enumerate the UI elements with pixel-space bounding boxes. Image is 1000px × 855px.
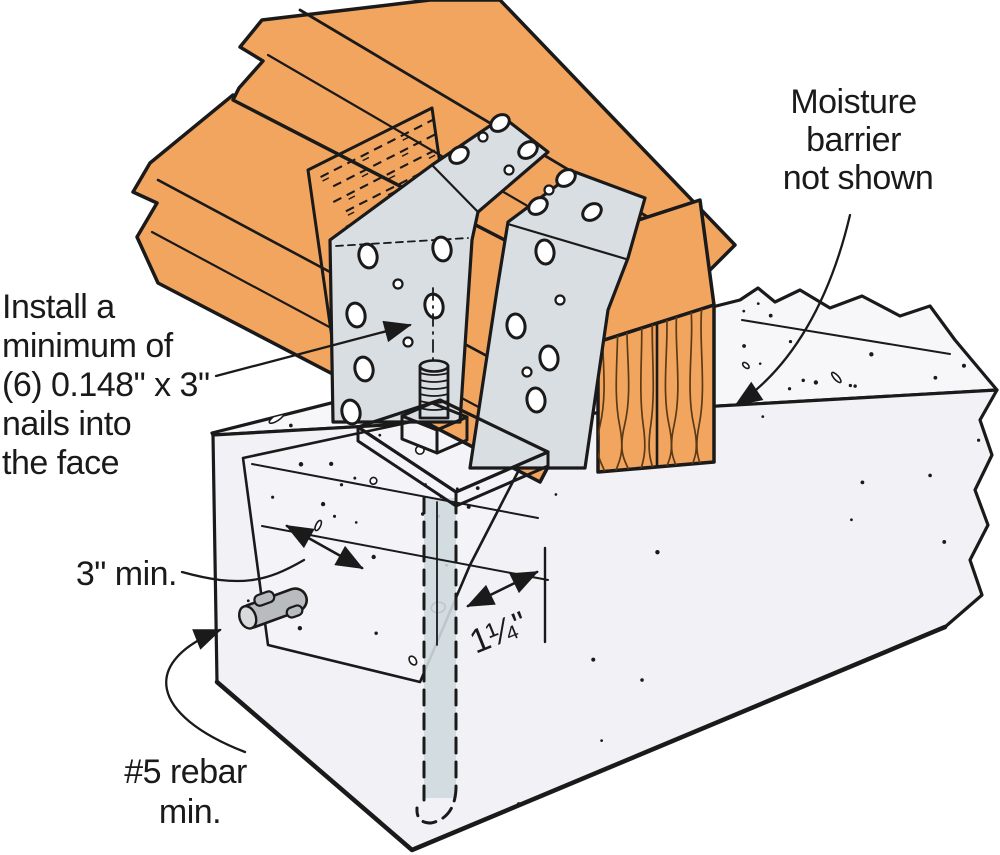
strap-bend-line — [430, 163, 480, 214]
thread-lines — [419, 372, 449, 411]
anchor-hook — [415, 786, 458, 825]
anchor-threaded-stud — [418, 359, 450, 420]
rebar — [238, 587, 308, 630]
embedded-anchor-bolt — [415, 496, 458, 825]
hex-nut — [400, 401, 469, 455]
back-strap-nail-holes — [505, 168, 603, 414]
dimension-double-arrow — [466, 570, 539, 608]
label-rebar: #5 rebar min. — [124, 753, 256, 831]
leader-moisture-barrier — [734, 213, 852, 407]
leader-rebar — [165, 628, 247, 754]
annotations: Install a minimum of (6) 0.148" x 3" nai… — [2, 83, 934, 831]
edge-distance-dimension — [251, 463, 549, 581]
concrete-bottom-edge — [214, 624, 948, 853]
connector-front-strap — [328, 115, 550, 424]
leader-install-nails — [214, 320, 412, 378]
label-moisture-barrier: Moisture barrier not shown — [783, 83, 934, 197]
label-edge-distance: 3" min. — [76, 555, 177, 593]
dimension-double-arrow — [285, 524, 364, 570]
bond-beam-surface-line — [741, 319, 951, 355]
label-install-nails: Install a minimum of (6) 0.148" x 3" nai… — [2, 288, 218, 482]
leader-edge-distance — [180, 558, 306, 583]
connector-back-strap — [468, 170, 647, 470]
strap-bend-line — [506, 222, 628, 261]
metal-connector — [328, 113, 647, 508]
connector-seat-plate — [356, 398, 550, 508]
